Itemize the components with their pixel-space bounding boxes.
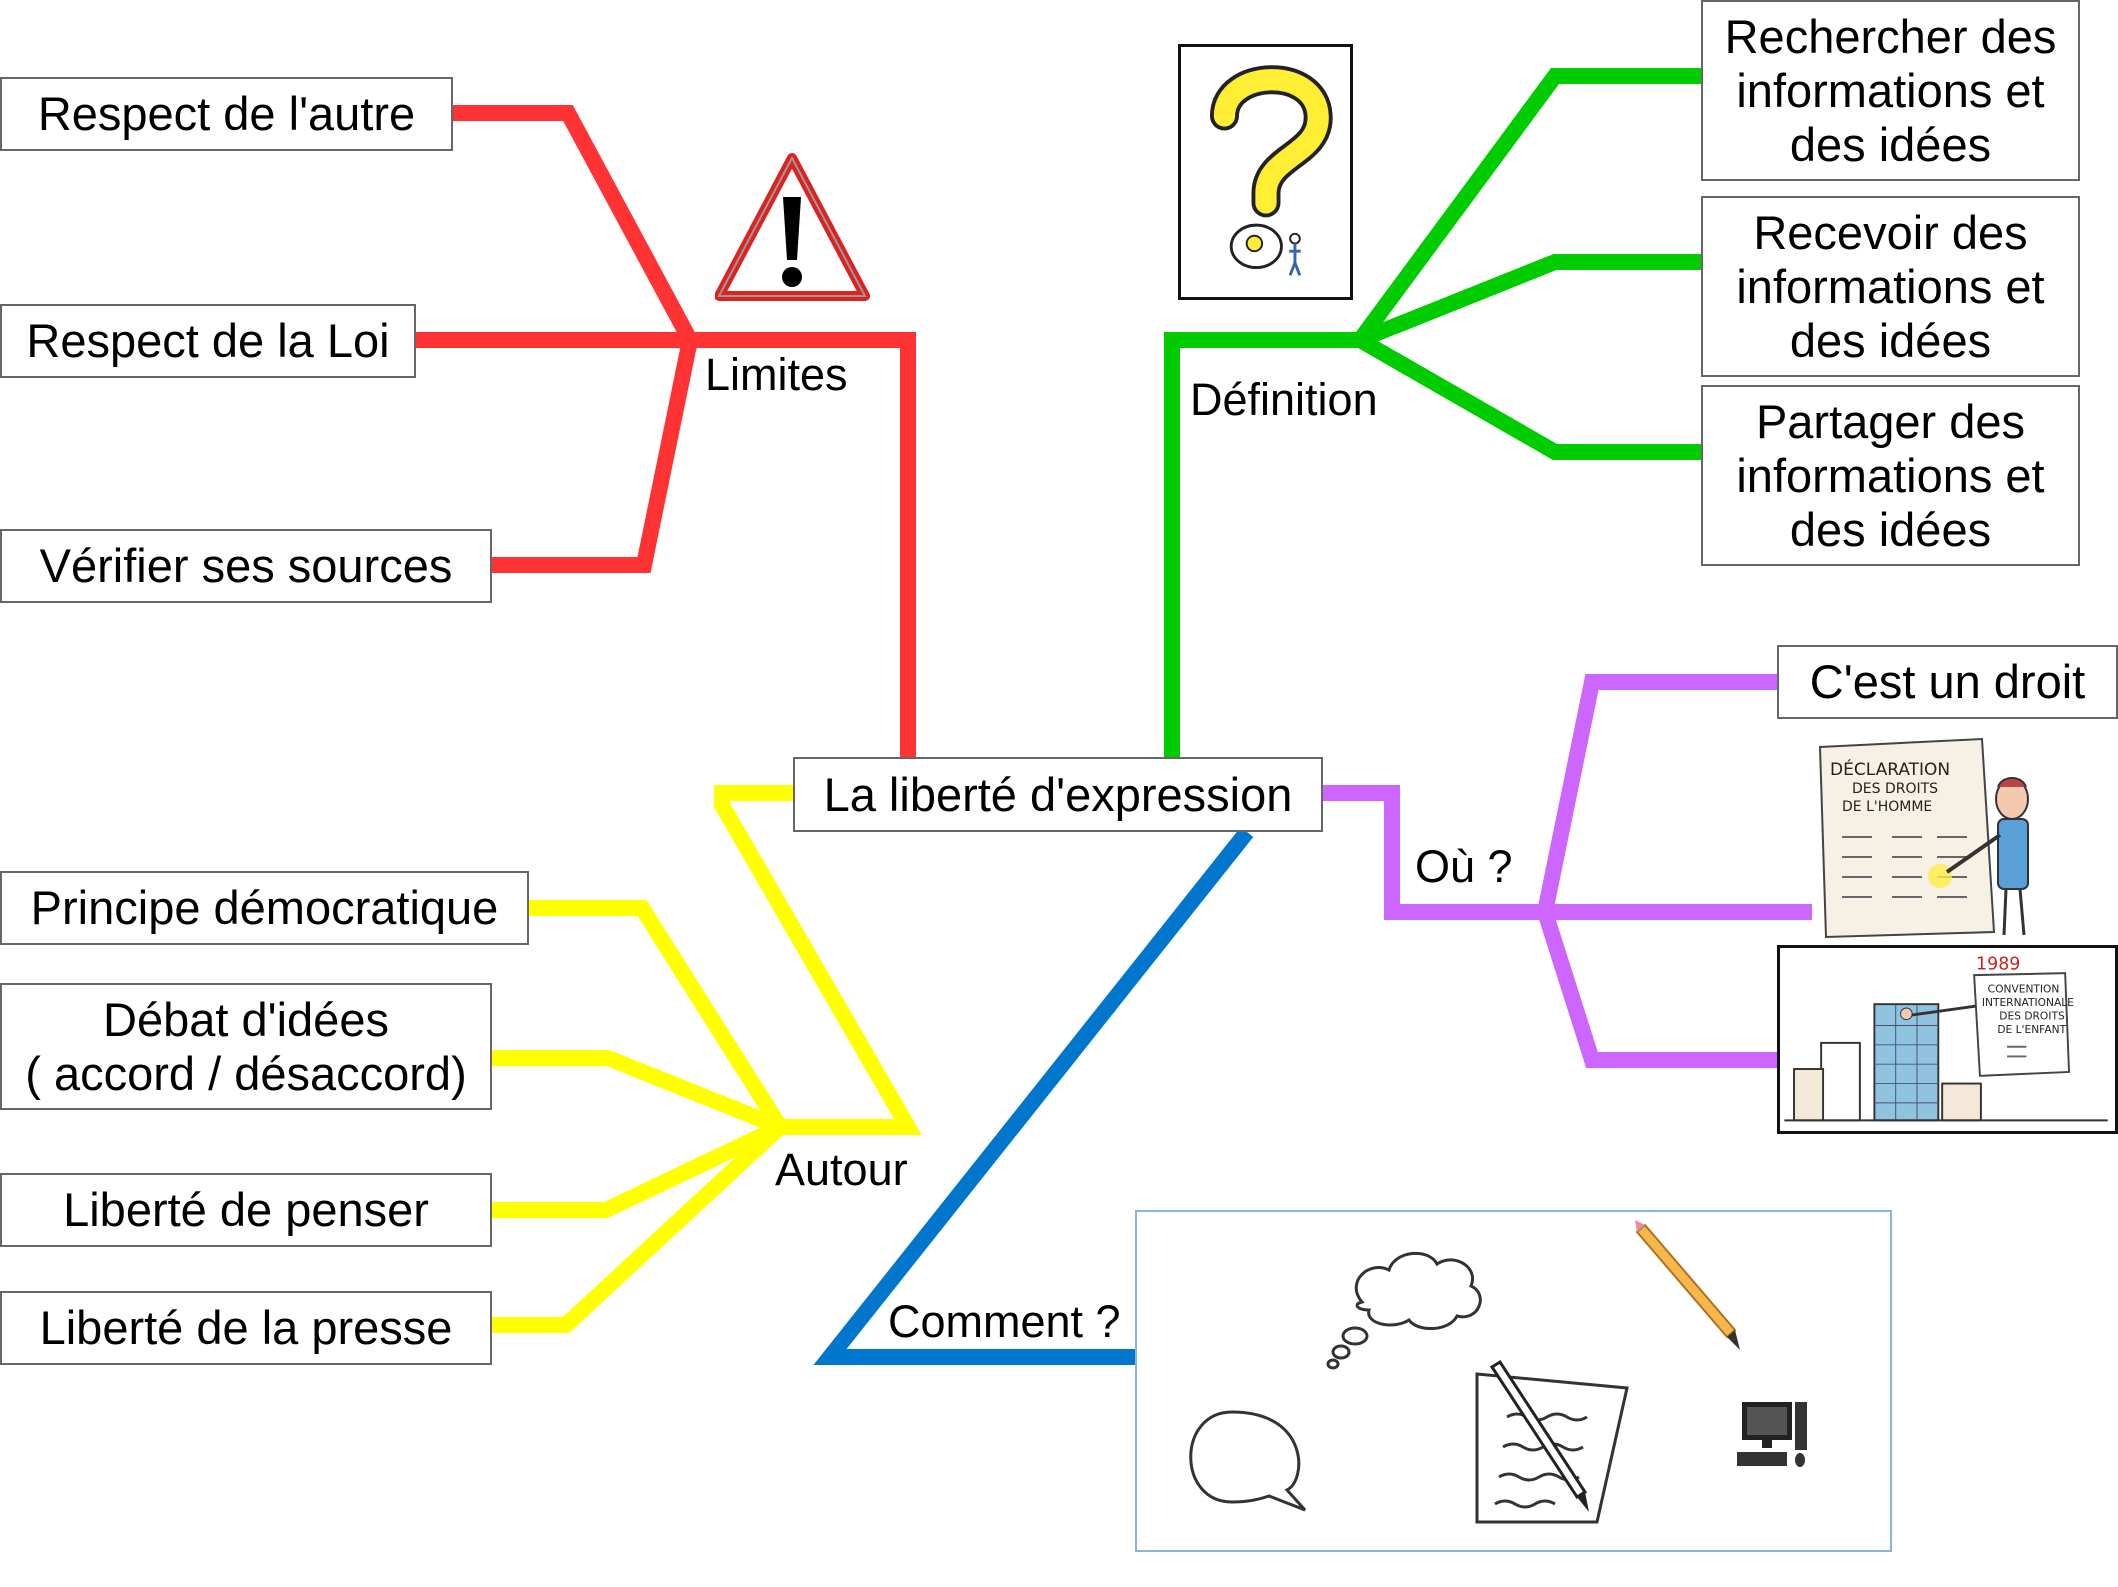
declaration-title-line-3: DE L'HOMME — [1842, 799, 1932, 815]
node-verifier-sources[interactable]: Vérifier ses sources — [0, 529, 492, 603]
limites-line-respect-autre — [452, 105, 698, 344]
limites-line-verifier-sources — [492, 338, 698, 573]
writing-paper-icon — [1475, 1359, 1629, 1524]
autour-branch-label: Autour — [775, 1144, 908, 1195]
node-principe-democratique-label: Principe démocratique — [30, 881, 499, 934]
autour-line-principe — [527, 900, 787, 1132]
comment-branch-label: Comment ? — [888, 1296, 1121, 1347]
ou-branch-label: Où ? — [1415, 841, 1513, 892]
node-debat-idees-line-1: Débat d'idées — [103, 992, 389, 1046]
node-partager-line-3: des idées — [1789, 502, 1992, 556]
definition-branch-lines — [1164, 68, 1702, 757]
node-debat-idees-line-2: ( accord / désaccord) — [25, 1046, 467, 1100]
node-respect-loi[interactable]: Respect de la Loi — [0, 304, 416, 378]
convention-title-line-2: INTERNATIONALE — [1982, 996, 2074, 1009]
node-respect-autre-label: Respect de l'autre — [37, 87, 416, 140]
ou-trunk-line — [1322, 785, 1545, 920]
question-mark-icon — [1178, 44, 1353, 300]
autour-line-presse — [490, 1121, 786, 1333]
node-recevoir[interactable]: Recevoir des informations et des idées — [1701, 196, 2080, 377]
ou-line-convention — [1537, 909, 1778, 1068]
definition-branch-label: Définition — [1190, 374, 1378, 425]
convention-droits-enfant-image: 1989 CONVENTION INTERNATIONALE DES DROIT… — [1777, 945, 2118, 1134]
limites-trunk-line — [690, 332, 916, 757]
node-partager-line-2: informations et — [1736, 448, 2045, 502]
central-topic-label: La liberté d'expression — [823, 767, 1293, 821]
convention-title-line-4: DE L'ENFANT — [1997, 1023, 2066, 1036]
node-liberte-presse[interactable]: Liberté de la presse — [0, 1291, 492, 1365]
comment-icons-drawing — [1189, 1220, 1807, 1524]
ou-line-droit — [1537, 674, 1778, 914]
node-liberte-presse-label: Liberté de la presse — [39, 1301, 453, 1354]
node-partager[interactable]: Partager des informations et des idées — [1701, 385, 2080, 566]
pencil-icon — [1635, 1220, 1740, 1350]
convention-title-line-3: DES DROITS — [1999, 1010, 2065, 1023]
declaration-droits-homme-image: DÉCLARATION DES DROITS DE L'HOMME — [1812, 737, 2054, 942]
declaration-title-line-2: DES DROITS — [1852, 781, 1938, 797]
computer-icon — [1737, 1402, 1807, 1467]
node-recevoir-line-3: des idées — [1789, 313, 1992, 367]
speech-bubble-icon — [1189, 1410, 1307, 1512]
declaration-title-line-1: DÉCLARATION — [1830, 758, 1950, 780]
central-topic[interactable]: La liberté d'expression — [793, 757, 1323, 832]
definition-line-rechercher — [1353, 68, 1702, 345]
node-respect-loi-label: Respect de la Loi — [26, 314, 390, 367]
node-liberte-penser[interactable]: Liberté de penser — [0, 1173, 492, 1247]
node-rechercher-line-3: des idées — [1789, 117, 1992, 171]
definition-trunk-line — [1164, 332, 1360, 757]
convention-title-line-1: CONVENTION — [1988, 983, 2060, 996]
node-rechercher-line-2: informations et — [1736, 63, 2045, 117]
node-partager-line-1: Partager des — [1755, 394, 2026, 448]
node-cest-un-droit-label: C'est un droit — [1809, 655, 2086, 708]
ou-branch-lines — [1322, 674, 1815, 1068]
node-rechercher-line-1: Rechercher des — [1724, 9, 2057, 63]
definition-line-partager — [1356, 333, 1702, 460]
node-respect-autre[interactable]: Respect de l'autre — [0, 77, 453, 151]
autour-line-penser — [490, 1119, 784, 1218]
warning-triangle-icon — [715, 153, 870, 301]
node-debat-idees[interactable]: Débat d'idées ( accord / désaccord) — [0, 983, 492, 1110]
node-verifier-sources-label: Vérifier ses sources — [39, 539, 453, 592]
autour-trunk-line — [714, 785, 922, 1135]
node-recevoir-line-1: Recevoir des — [1753, 205, 2028, 259]
comment-branch-lines — [813, 827, 1254, 1365]
comment-trunk-line — [813, 827, 1254, 1365]
node-principe-democratique[interactable]: Principe démocratique — [0, 871, 529, 945]
node-cest-un-droit[interactable]: C'est un droit — [1777, 645, 2118, 719]
limites-branch-label: Limites — [705, 349, 848, 400]
comment-icons-panel — [1135, 1210, 1892, 1552]
autour-line-debat — [490, 1050, 783, 1135]
thought-cloud-icon — [1326, 1251, 1482, 1370]
definition-line-recevoir — [1357, 254, 1702, 348]
node-liberte-penser-label: Liberté de penser — [63, 1183, 429, 1236]
convention-year: 1989 — [1976, 954, 2020, 974]
autour-branch-lines — [490, 785, 922, 1333]
node-recevoir-line-2: informations et — [1736, 259, 2045, 313]
node-rechercher[interactable]: Rechercher des informations et des idées — [1701, 0, 2080, 181]
limites-branch-lines — [414, 105, 916, 757]
